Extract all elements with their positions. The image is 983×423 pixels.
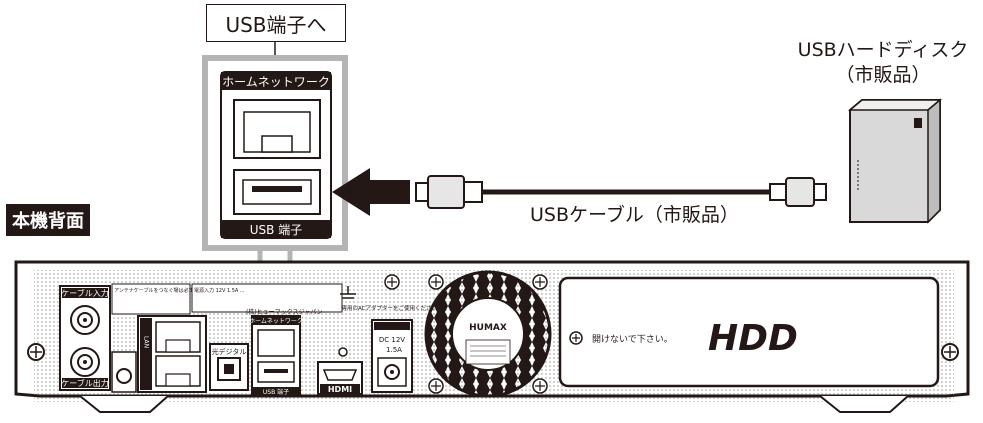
callout-usb-port-label: USB端子へ	[206, 4, 346, 42]
usb-cable	[415, 175, 827, 209]
antenna-section	[59, 285, 111, 391]
company-label: (株)ヒューマックスジャパン	[246, 308, 323, 316]
panel-home-network-label: ホームネットワーク	[249, 318, 303, 325]
usb-hard-disk	[847, 98, 943, 224]
hdd-label-line1: USBハードディスク	[797, 39, 969, 61]
zoom-usb-label: USB 端子	[250, 223, 302, 237]
rear-panel-label-text: 本機背面	[12, 211, 84, 232]
lan-block	[137, 315, 207, 393]
hdd-label: USBハードディスク （市販品）	[793, 38, 973, 88]
panel-port-module	[251, 315, 301, 397]
callout-text: USB端子へ	[225, 12, 327, 37]
ground-icon	[340, 286, 356, 299]
usb-cable-label-text: USBケーブル（市販品）	[530, 204, 739, 226]
specs-note: 電源入力 12V 1.5A ...	[194, 287, 245, 294]
cooling-fan	[424, 270, 552, 398]
lan-label: LAN	[143, 336, 150, 348]
indicator-hole	[338, 347, 348, 357]
cable-out-label: ケーブル出力	[61, 378, 109, 388]
dc-amp-label: 1.5A	[386, 346, 402, 354]
antenna-note-box	[111, 283, 191, 315]
panel-usb-label: USB 端子	[263, 388, 289, 396]
hdd-logo: HDD	[708, 318, 798, 359]
cable-in-label: ケーブル入力	[61, 288, 109, 298]
hdmi-port	[317, 361, 363, 395]
humax-logo: HUMAX	[469, 323, 507, 333]
dc-label: DC 12V	[379, 336, 405, 344]
do-not-open-label: 開けないで下さい。	[592, 334, 673, 345]
small-jack	[116, 368, 132, 384]
usb-cable-label: USBケーブル（市販品）	[530, 200, 739, 227]
dc-input	[371, 319, 413, 393]
optical-port	[209, 343, 249, 391]
hdd-label-line2: （市販品）	[835, 64, 931, 86]
specs-note-box	[191, 283, 343, 313]
hdmi-label: HDMI	[328, 385, 352, 394]
rear-panel-label: 本機背面	[6, 204, 90, 236]
insert-arrow	[332, 168, 410, 216]
zoom-frame	[202, 55, 348, 251]
zoom-port-title: ホームネットワーク	[222, 75, 330, 89]
adapter-note: 専用のACアダプターをご使用ください。	[341, 304, 442, 312]
hdd-bay-cover	[558, 276, 940, 388]
zoomed-port-module	[220, 71, 332, 239]
optical-label: 光デジタル	[212, 347, 247, 356]
